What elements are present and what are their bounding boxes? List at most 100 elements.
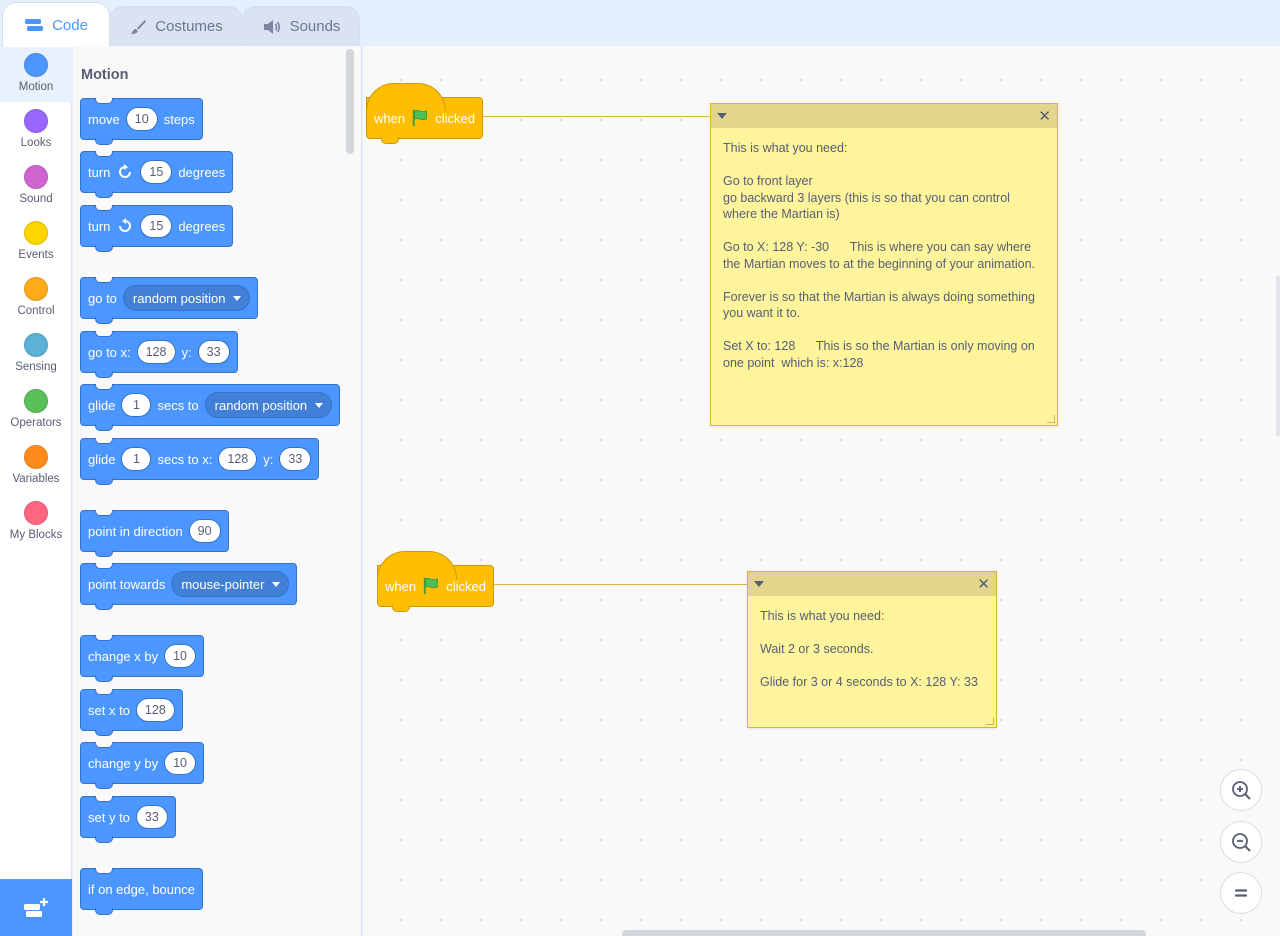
add-extension-button[interactable] <box>0 879 72 936</box>
block-text: go to <box>88 290 117 306</box>
comment-header[interactable]: ✕ <box>711 104 1057 128</box>
paintbrush-icon <box>131 19 147 34</box>
when-flag-clicked-block[interactable]: when clicked <box>377 551 494 612</box>
category-control[interactable]: Control <box>0 270 72 326</box>
x-input[interactable]: 128 <box>218 447 258 471</box>
go-to-xy-block[interactable]: go to x: 128 y: 33 <box>80 331 238 378</box>
point-direction-block[interactable]: point in direction 90 <box>80 510 229 557</box>
change-y-block[interactable]: change y by 10 <box>80 742 205 789</box>
category-events[interactable]: Events <box>0 214 72 270</box>
hat-cap <box>366 83 446 111</box>
change-y-input[interactable]: 10 <box>164 751 197 775</box>
block-text: when <box>374 110 406 126</box>
go-to-target-dropdown[interactable]: random position <box>122 285 251 311</box>
set-x-block[interactable]: set x to 128 <box>80 689 183 736</box>
block-text: if on edge, bounce <box>88 881 195 897</box>
close-icon[interactable]: ✕ <box>1038 107 1051 125</box>
resize-handle-icon[interactable] <box>986 717 994 725</box>
category-variables[interactable]: Variables <box>0 438 72 494</box>
towards-target-dropdown[interactable]: mouse-pointer <box>171 571 290 597</box>
comment-text[interactable]: This is what you need: Wait 2 or 3 secon… <box>760 609 978 689</box>
zoom-in-icon <box>1232 781 1251 800</box>
comment-header[interactable]: ✕ <box>748 572 996 596</box>
x-input[interactable]: 128 <box>136 340 176 364</box>
steps-input[interactable]: 10 <box>125 107 158 131</box>
palette-scrollbar[interactable] <box>346 49 354 154</box>
my-blocks-color-dot <box>24 501 48 525</box>
set-x-input[interactable]: 128 <box>135 698 175 722</box>
resize-handle-icon[interactable] <box>1047 415 1055 423</box>
block-text: degrees <box>178 218 226 234</box>
degrees-input[interactable]: 15 <box>140 160 173 184</box>
block-text: go to x: <box>88 344 131 360</box>
point-towards-block[interactable]: point towards mouse-pointer <box>80 563 298 610</box>
rotate-left-icon <box>119 218 132 232</box>
bounce-block[interactable]: if on edge, bounce <box>80 868 203 915</box>
close-icon[interactable]: ✕ <box>977 575 990 593</box>
category-operators[interactable]: Operators <box>0 382 72 438</box>
comment-note[interactable]: ✕ This is what you need: Wait 2 or 3 sec… <box>747 571 997 728</box>
category-label: Sound <box>19 193 53 205</box>
script-workspace[interactable]: when clicked ✕ This is what you need: Go… <box>363 46 1280 936</box>
workspace-vertical-scrollbar[interactable] <box>1276 276 1280 436</box>
category-motion[interactable]: Motion <box>0 46 72 102</box>
secs-input[interactable]: 1 <box>121 447 152 471</box>
category-menu: Motion Looks Sound Events Control Sensin… <box>0 46 72 936</box>
turn-right-block[interactable]: turn 15 degrees <box>80 151 234 198</box>
tab-costumes[interactable]: Costumes <box>109 6 243 46</box>
direction-input[interactable]: 90 <box>188 519 221 543</box>
block-text: degrees <box>178 164 226 180</box>
y-input[interactable]: 33 <box>197 340 230 364</box>
turn-left-block[interactable]: turn 15 degrees <box>80 205 234 252</box>
move-steps-block[interactable]: move 10 steps <box>80 98 203 145</box>
degrees-input[interactable]: 15 <box>140 214 173 238</box>
zoom-out-button[interactable] <box>1220 821 1262 863</box>
control-color-dot <box>24 277 48 301</box>
collapse-comment-icon[interactable] <box>754 581 764 587</box>
comment-text[interactable]: This is what you need: Go to front layer… <box>723 141 1035 370</box>
zoom-in-button[interactable] <box>1220 769 1262 811</box>
comment-connector <box>483 116 711 117</box>
category-label: Control <box>17 305 55 317</box>
code-icon <box>25 19 44 31</box>
tab-sounds[interactable]: Sounds <box>242 6 360 46</box>
events-color-dot <box>24 221 48 245</box>
go-to-block[interactable]: go to random position <box>80 277 259 324</box>
workspace-horizontal-scrollbar[interactable] <box>622 930 1146 936</box>
category-label: Operators <box>10 417 62 429</box>
secs-input[interactable]: 1 <box>121 393 152 417</box>
comment-note[interactable]: ✕ This is what you need: Go to front lay… <box>710 103 1058 426</box>
zoom-out-icon <box>1232 833 1251 852</box>
when-flag-clicked-block[interactable]: when clicked <box>366 83 483 144</box>
category-my-blocks[interactable]: My Blocks <box>0 494 72 550</box>
tab-code-label: Code <box>52 16 88 34</box>
change-x-input[interactable]: 10 <box>164 644 197 668</box>
green-flag-icon <box>412 109 427 127</box>
sound-color-dot <box>24 165 48 189</box>
glide-xy-block[interactable]: glide 1 secs to x: 128 y: 33 <box>80 438 320 485</box>
tab-code[interactable]: Code <box>2 2 110 47</box>
glide-to-block[interactable]: glide 1 secs to random position <box>80 384 341 431</box>
set-y-block[interactable]: set y to 33 <box>80 796 176 843</box>
set-y-input[interactable]: 33 <box>135 805 168 829</box>
editor-tabs: Code Costumes Sounds <box>0 0 1280 47</box>
hat-cap <box>377 551 457 579</box>
category-looks[interactable]: Looks <box>0 102 72 158</box>
palette-title: Motion <box>81 67 129 83</box>
block-text: when <box>385 578 417 594</box>
glide-target-dropdown[interactable]: random position <box>204 392 333 418</box>
category-label: Sensing <box>15 361 57 373</box>
category-label: Motion <box>18 81 54 93</box>
collapse-comment-icon[interactable] <box>717 113 727 119</box>
speaker-icon <box>263 19 280 34</box>
chevron-down-icon <box>272 581 281 587</box>
block-text: turn <box>88 218 111 234</box>
chevron-down-icon <box>233 295 242 301</box>
category-sensing[interactable]: Sensing <box>0 326 72 382</box>
zoom-reset-button[interactable] <box>1220 872 1262 914</box>
category-sound[interactable]: Sound <box>0 158 72 214</box>
tab-costumes-label: Costumes <box>155 18 223 35</box>
block-text: turn <box>88 164 111 180</box>
change-x-block[interactable]: change x by 10 <box>80 635 205 682</box>
y-input[interactable]: 33 <box>279 447 312 471</box>
